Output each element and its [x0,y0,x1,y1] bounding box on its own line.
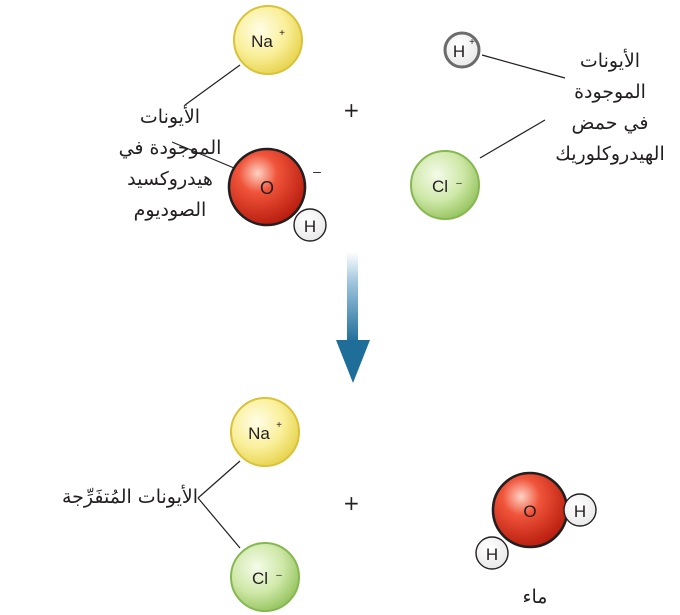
hcl-label-line-2: الموجودة [574,81,646,103]
hcl-label-line-3: في حمض [571,112,649,134]
spectator-ions-label: الأيونات المُتفَرِّجة [61,486,198,508]
chloride-ion-bottom: Cl – [230,542,300,612]
naoh-label-line-2: الموجودة في [118,137,222,159]
naoh-label-line-3: هيدروكسيد [127,168,213,190]
hydrogen-charge-top: + [469,37,475,48]
chloride-charge-top: – [456,178,462,189]
water-oxygen-symbol: O [523,502,536,521]
spectator-line-upper [197,460,241,499]
hydroxide-ion: O H – [227,147,327,242]
sodium-charge-top: + [279,28,285,39]
sodium-charge-bottom: + [276,420,282,431]
naoh-label-line-4: الصوديوم [133,199,207,221]
hydrogen-ion-top: H + [443,31,481,69]
hydroxide-hydrogen-symbol: H [304,217,316,236]
connector-oh-line [171,141,235,169]
hydroxide-oxygen-symbol: O [260,178,274,198]
naoh-ions-label: الأيونات الموجودة في هيدروكسيد الصوديوم [95,102,245,226]
naoh-label-line-1: الأيونات [139,106,201,128]
sodium-ion-bottom: Na + [230,397,300,467]
sodium-symbol-bottom: Na [248,424,270,443]
connector-h-line [481,54,566,79]
connector-cl-line [479,119,546,159]
hcl-ions-label: الأيونات الموجودة في حمض الهيدروكلوريك [540,46,680,170]
chloride-symbol-bottom: Cl [252,569,268,588]
hcl-label-line-4: الهيدروكلوريك [555,143,665,165]
water-hydrogen-right: H [574,502,586,521]
sodium-symbol-top: Na [251,32,273,51]
spectator-line-lower [197,497,241,549]
chloride-charge-bottom: – [276,570,282,581]
chloride-symbol-top: Cl [432,177,448,196]
reaction-arrow [336,252,370,383]
water-hydrogen-left: H [486,545,498,564]
connector-na-line [184,64,241,106]
hydroxide-charge: – [313,163,321,179]
plus-sign-bottom: + [343,491,360,515]
water-molecule: O H H [475,471,597,570]
plus-sign-top: + [343,98,360,122]
hydrogen-symbol-top: H [453,42,465,61]
water-label: ماء [522,586,548,608]
hcl-label-line-1: الأيونات [579,50,641,72]
chloride-ion-top: Cl – [410,150,480,220]
sodium-ion-top: Na + [233,5,303,75]
